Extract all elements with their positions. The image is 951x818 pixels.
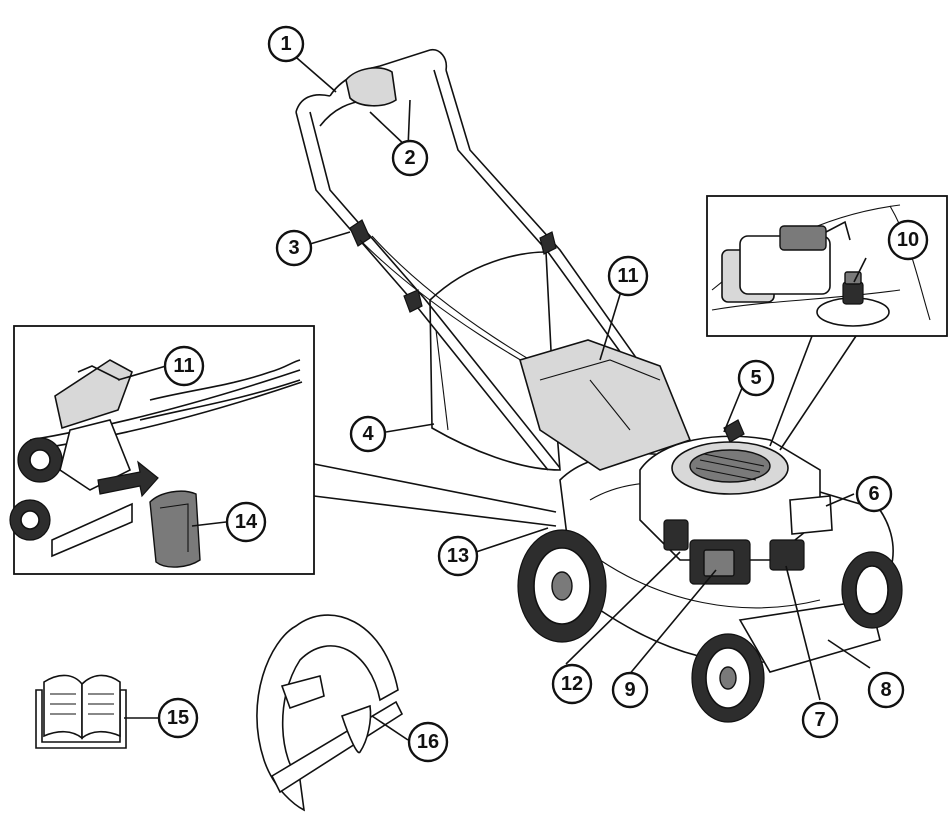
svg-text:10: 10 — [897, 229, 919, 251]
leader-lines — [117, 51, 871, 741]
svg-text:12: 12 — [561, 673, 583, 695]
inset-engine-detail — [706, 195, 948, 337]
mulching-insert — [256, 614, 404, 812]
svg-text:8: 8 — [880, 679, 891, 701]
mower-illustration — [295, 48, 903, 723]
manual-book-icon — [35, 674, 127, 749]
svg-text:1: 1 — [280, 33, 291, 55]
svg-text:16: 16 — [417, 731, 439, 753]
callout-9: 9 — [611, 671, 649, 709]
svg-text:14: 14 — [235, 511, 258, 533]
callout-6: 6 — [855, 475, 893, 513]
svg-text:9: 9 — [624, 679, 635, 701]
inset-mulch-plug — [9, 325, 315, 575]
svg-text:4: 4 — [362, 423, 374, 445]
callout-8: 8 — [867, 671, 905, 709]
svg-text:11: 11 — [173, 355, 194, 377]
callout-13: 13 — [437, 535, 479, 577]
callout-14: 14 — [225, 501, 267, 543]
svg-text:11: 11 — [617, 265, 638, 287]
svg-text:5: 5 — [750, 367, 761, 389]
callout-7: 7 — [801, 701, 839, 739]
callout-10: 10 — [887, 219, 929, 261]
callout-16: 16 — [407, 721, 449, 763]
callout-15: 15 — [157, 697, 199, 739]
svg-text:2: 2 — [404, 147, 415, 169]
callout-2: 2 — [391, 139, 429, 177]
svg-text:15: 15 — [167, 707, 189, 729]
callout-5: 5 — [737, 359, 775, 397]
callout-4: 4 — [349, 415, 387, 453]
callout-11-inset: 11 — [163, 345, 205, 387]
callout-1: 1 — [267, 25, 305, 63]
callout-12: 12 — [551, 663, 593, 705]
svg-text:13: 13 — [447, 545, 469, 567]
svg-text:3: 3 — [288, 237, 299, 259]
callout-3: 3 — [275, 229, 313, 267]
svg-text:6: 6 — [868, 483, 879, 505]
callout-11: 11 — [607, 255, 649, 297]
svg-text:7: 7 — [814, 709, 825, 731]
